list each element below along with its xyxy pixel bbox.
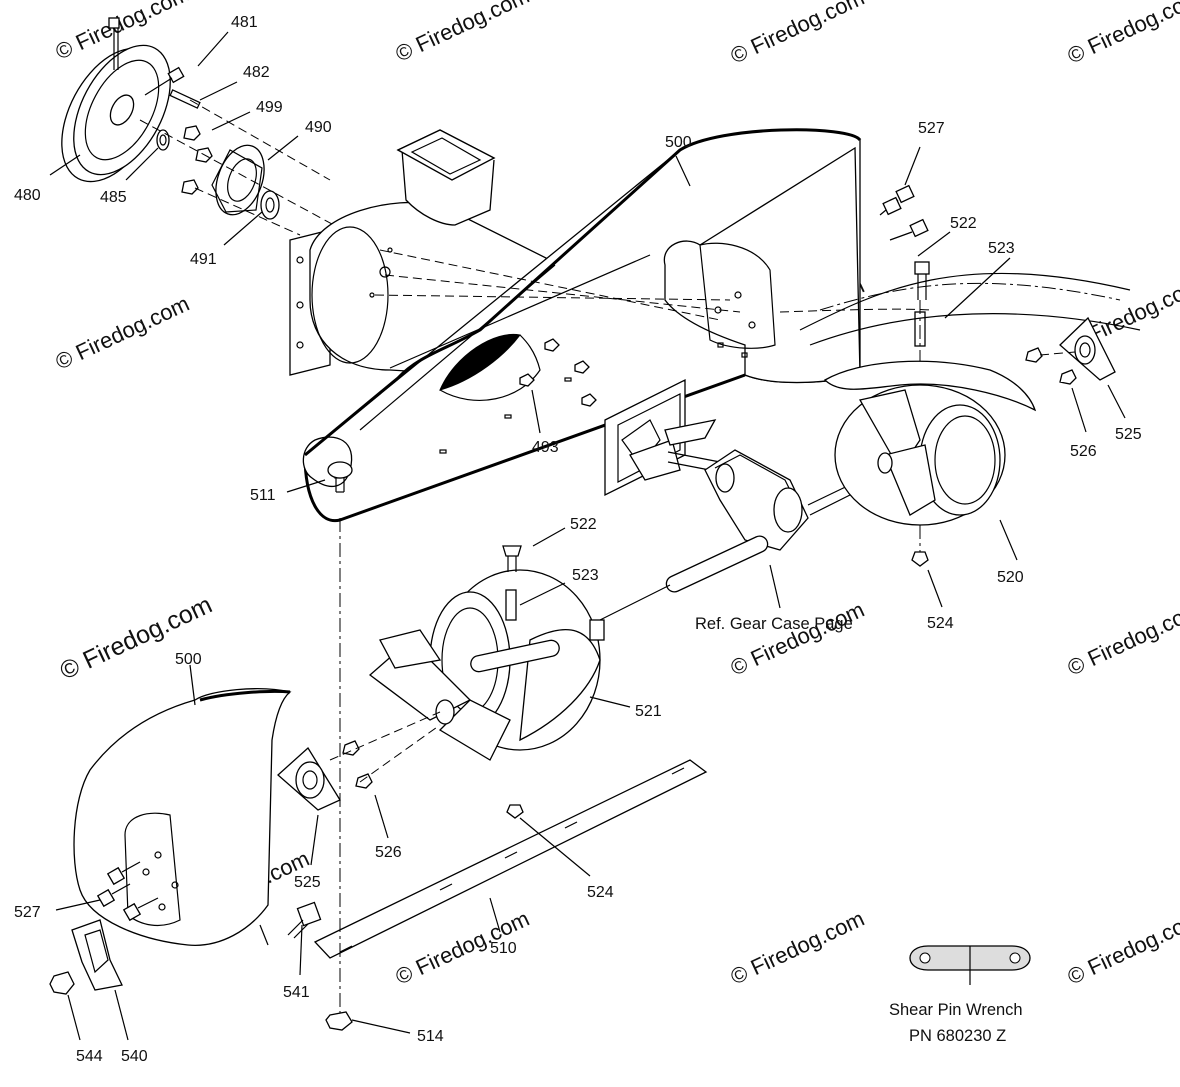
impeller-assembly	[604, 378, 717, 497]
label-499: 499	[256, 99, 283, 116]
label-540: 540	[121, 1048, 148, 1065]
label-511: 511	[250, 487, 276, 504]
auger-left	[368, 545, 605, 819]
label-500-top: 500	[665, 134, 692, 151]
watermark-main: © Firedog.com	[56, 591, 217, 686]
label-522-top: 522	[950, 215, 977, 232]
auger-flight-lines	[779, 272, 1141, 346]
label-514: 514	[417, 1028, 444, 1045]
side-housing	[73, 688, 292, 946]
shear-pin-wrench	[909, 945, 1031, 985]
label-526-left: 526	[375, 844, 402, 861]
part-labels: 481 482 499 490 480 485 491 500 527 522 …	[14, 14, 1142, 1065]
label-482: 482	[243, 64, 270, 81]
label-523-mid: 523	[572, 567, 599, 584]
label-544: 544	[76, 1048, 103, 1065]
label-493: 493	[532, 439, 559, 456]
watermark: © Firedog.com	[727, 0, 869, 69]
label-541: 541	[283, 984, 310, 1001]
lower-flange	[277, 711, 441, 811]
watermark: © Firedog.com	[1064, 906, 1180, 990]
skid-shoe	[49, 901, 322, 995]
watermark: © Firedog.com	[1064, 0, 1180, 69]
label-526-right: 526	[1070, 443, 1097, 460]
label-485: 485	[100, 189, 127, 206]
label-491: 491	[190, 251, 217, 268]
label-481: 481	[231, 14, 258, 31]
watermark: © Firedog.com	[392, 0, 534, 67]
label-527-left: 527	[14, 904, 41, 921]
gear-case-reference: Ref. Gear Case Page	[695, 615, 853, 633]
watermark: © Firedog.com	[52, 291, 194, 375]
watermark: © Firedog.com	[727, 906, 869, 990]
label-490: 490	[305, 119, 332, 136]
gear-case	[599, 449, 861, 621]
right-flange	[1025, 316, 1116, 385]
label-520: 520	[997, 569, 1024, 586]
wrench-caption-line1: Shear Pin Wrench	[889, 1001, 1023, 1019]
label-527-top: 527	[918, 120, 945, 137]
label-522-mid: 522	[570, 516, 597, 533]
label-525-left: 525	[294, 874, 321, 891]
label-500-bottom: 500	[175, 651, 202, 668]
watermark: © Firedog.com	[727, 597, 869, 681]
label-525-right: 525	[1115, 426, 1142, 443]
label-510: 510	[490, 940, 517, 957]
housing-assembly	[289, 128, 862, 523]
label-523-top: 523	[988, 240, 1015, 257]
leader-lines	[49, 31, 1126, 1041]
label-521: 521	[635, 703, 662, 720]
label-480: 480	[14, 187, 41, 204]
scraper-bar	[313, 759, 708, 959]
label-524-mid: 524	[587, 884, 614, 901]
nut-514	[325, 1011, 353, 1031]
reference-labels: Ref. Gear Case Page Shear Pin Wrench PN …	[695, 615, 1023, 1045]
label-524-right: 524	[927, 615, 954, 632]
pulley-assembly	[61, 17, 381, 251]
watermark: © Firedog.com	[1064, 597, 1180, 681]
wrench-caption-line2: PN 680230 Z	[909, 1027, 1006, 1045]
auger-right	[823, 360, 1037, 526]
